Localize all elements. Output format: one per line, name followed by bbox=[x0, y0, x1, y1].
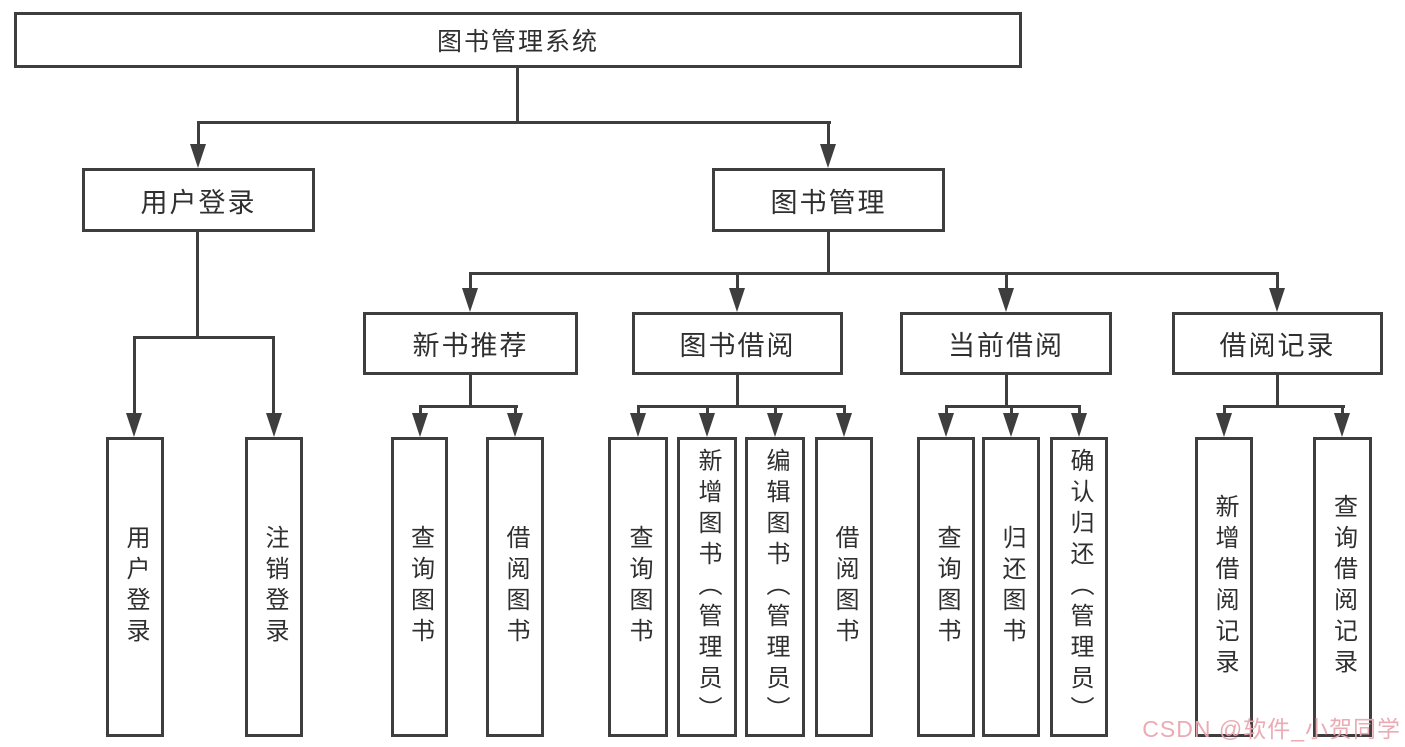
leaf-nbr-borrow-books: 借阅图书 bbox=[486, 437, 544, 737]
connector-line bbox=[1010, 405, 1013, 416]
connector-line bbox=[469, 272, 1279, 275]
connector-line bbox=[197, 121, 831, 124]
node-root-library-system: 图书管理系统 bbox=[14, 12, 1022, 68]
node-label: 查询图书 bbox=[406, 525, 434, 649]
arrow-down-icon bbox=[507, 413, 523, 437]
node-new-book-recommend: 新书推荐 bbox=[363, 312, 578, 375]
arrow-down-icon bbox=[767, 413, 783, 437]
connector-line bbox=[1005, 375, 1008, 408]
arrow-down-icon bbox=[938, 413, 954, 437]
connector-line bbox=[827, 121, 830, 147]
connector-line bbox=[419, 405, 518, 408]
connector-line bbox=[196, 232, 199, 339]
connector-line bbox=[736, 375, 739, 408]
leaf-nbr-query-books: 查询图书 bbox=[391, 437, 448, 737]
node-label: 归还图书 bbox=[998, 525, 1025, 649]
connector-line bbox=[197, 121, 200, 147]
node-label: 编辑图书（管理员） bbox=[762, 447, 789, 727]
connector-line bbox=[1223, 405, 1226, 416]
node-label: 图书借阅 bbox=[679, 331, 796, 361]
arrow-down-icon bbox=[412, 413, 428, 437]
node-label: 注销登录 bbox=[261, 525, 288, 649]
leaf-user-login: 用户登录 bbox=[106, 437, 164, 737]
csdn-watermark: CSDN @软件_小贺同学 bbox=[1142, 716, 1401, 742]
leaf-logout: 注销登录 bbox=[245, 437, 303, 737]
node-label: 图书管理系统 bbox=[436, 28, 599, 56]
connector-line bbox=[637, 405, 640, 416]
arrow-down-icon bbox=[699, 413, 715, 437]
connector-line bbox=[1005, 272, 1008, 290]
leaf-bb-edit-books-admin: 编辑图书（管理员） bbox=[745, 437, 805, 737]
node-label: 借阅图书 bbox=[831, 525, 858, 649]
connector-line bbox=[945, 405, 948, 416]
connector-line bbox=[1078, 405, 1081, 416]
node-user-login: 用户登录 bbox=[82, 168, 315, 232]
connector-line bbox=[843, 405, 846, 416]
node-label: 用户登录 bbox=[122, 525, 149, 649]
node-label: 确认归还（管理员） bbox=[1066, 447, 1093, 727]
leaf-cb-query-books: 查询图书 bbox=[917, 437, 975, 737]
connector-line bbox=[1276, 272, 1279, 290]
connector-line bbox=[945, 405, 1081, 408]
connector-line bbox=[516, 68, 519, 124]
connector-line bbox=[469, 272, 472, 290]
connector-line bbox=[469, 375, 472, 408]
leaf-br-add-record: 新增借阅记录 bbox=[1195, 437, 1253, 737]
connector-line bbox=[133, 336, 275, 339]
arrow-down-icon bbox=[1216, 413, 1232, 437]
arrow-down-icon bbox=[630, 413, 646, 437]
node-current-borrowing: 当前借阅 bbox=[900, 312, 1112, 375]
connector-line bbox=[706, 405, 709, 416]
connector-line bbox=[133, 336, 136, 415]
leaf-cb-confirm-return-admin: 确认归还（管理员） bbox=[1050, 437, 1108, 737]
connector-line bbox=[514, 405, 517, 416]
connector-line bbox=[272, 336, 275, 415]
connector-line bbox=[736, 272, 739, 290]
arrow-down-icon bbox=[462, 288, 478, 312]
leaf-br-query-record: 查询借阅记录 bbox=[1313, 437, 1372, 737]
leaf-cb-return-books: 归还图书 bbox=[982, 437, 1040, 737]
node-label: 新书推荐 bbox=[412, 331, 529, 361]
arrow-down-icon bbox=[126, 413, 142, 437]
connector-line bbox=[1341, 405, 1344, 416]
connector-line bbox=[1223, 405, 1345, 408]
leaf-bb-add-books-admin: 新增图书（管理员） bbox=[677, 437, 737, 737]
arrow-down-icon bbox=[1269, 288, 1285, 312]
arrow-down-icon bbox=[820, 144, 836, 168]
arrow-down-icon bbox=[1071, 413, 1087, 437]
node-label: 借阅记录 bbox=[1219, 331, 1336, 361]
connector-line bbox=[774, 405, 777, 416]
node-label: 新增图书（管理员） bbox=[694, 447, 721, 727]
arrow-down-icon bbox=[836, 413, 852, 437]
arrow-down-icon bbox=[190, 144, 206, 168]
node-label: 新增借阅记录 bbox=[1211, 494, 1238, 680]
node-book-borrowing: 图书借阅 bbox=[632, 312, 843, 375]
arrow-down-icon bbox=[1334, 413, 1350, 437]
connector-line bbox=[637, 405, 846, 408]
connector-line bbox=[827, 232, 830, 275]
arrow-down-icon bbox=[729, 288, 745, 312]
node-label: 借阅图书 bbox=[502, 525, 529, 649]
node-book-management: 图书管理 bbox=[712, 168, 945, 232]
arrow-down-icon bbox=[1003, 413, 1019, 437]
node-label: 查询图书 bbox=[625, 525, 652, 649]
node-label: 当前借阅 bbox=[948, 331, 1064, 361]
connector-line bbox=[1276, 375, 1279, 408]
node-label: 查询借阅记录 bbox=[1329, 494, 1357, 680]
node-label: 用户登录 bbox=[140, 187, 257, 218]
connector-line bbox=[419, 405, 422, 416]
node-label: 图书管理 bbox=[770, 187, 887, 218]
leaf-bb-borrow-books: 借阅图书 bbox=[815, 437, 873, 737]
node-label: 查询图书 bbox=[933, 525, 960, 649]
arrow-down-icon bbox=[998, 288, 1014, 312]
leaf-bb-query-books: 查询图书 bbox=[608, 437, 668, 737]
node-borrowing-records: 借阅记录 bbox=[1172, 312, 1383, 375]
arrow-down-icon bbox=[266, 413, 282, 437]
